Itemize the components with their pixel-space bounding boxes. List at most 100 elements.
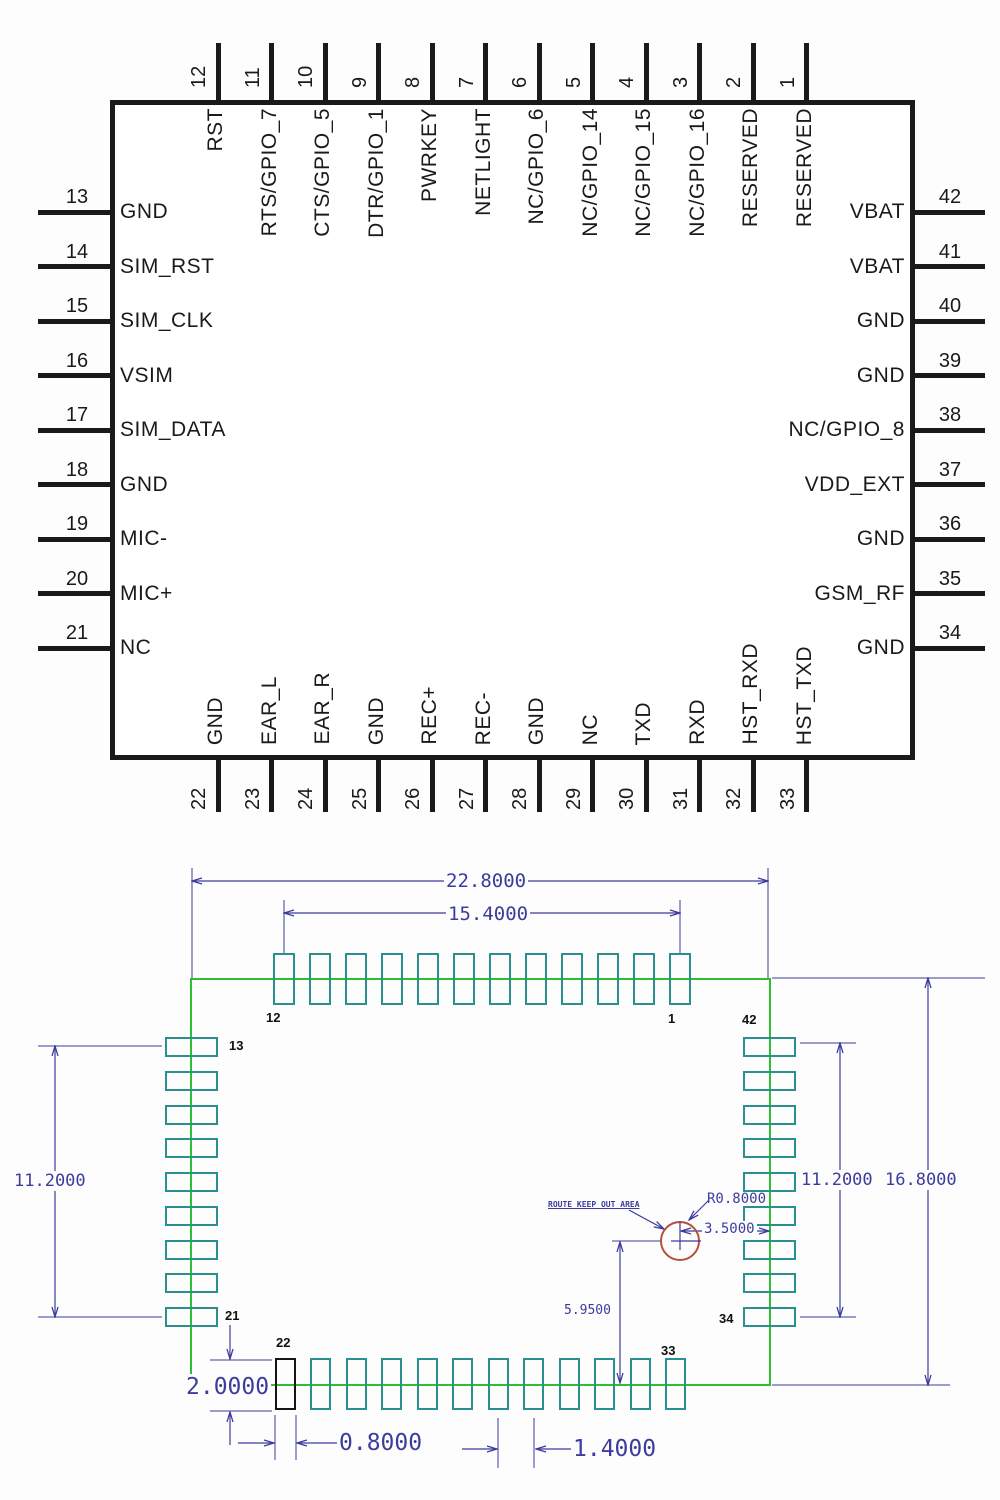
- solder-pad: [165, 1104, 218, 1125]
- dim-keepout-offset-x: 3.5000: [702, 1221, 757, 1237]
- solder-pad: [310, 1358, 331, 1410]
- solder-pad: [743, 1037, 796, 1057]
- solder-pad: [165, 1138, 218, 1159]
- solder-pad: [743, 1104, 796, 1125]
- pin-line: [38, 591, 110, 596]
- pin-number: 13: [65, 186, 89, 208]
- pin-line: [38, 373, 110, 378]
- solder-pad: [452, 1358, 473, 1410]
- pin-number: 11: [241, 67, 264, 88]
- pin-number: 19: [65, 513, 89, 535]
- pin-name: MIC-: [120, 527, 168, 550]
- pin-number: 21: [65, 622, 89, 644]
- pin-name: SIM_RST: [120, 254, 215, 278]
- solder-pad: [417, 953, 439, 1005]
- pin-line: [915, 427, 985, 433]
- pin-line: [804, 43, 809, 101]
- pin-number: 42: [938, 186, 962, 208]
- pad-number-label: 33: [661, 1343, 676, 1358]
- pin-number: 39: [938, 349, 962, 372]
- pin-line: [536, 760, 542, 812]
- pin-name: VBAT: [849, 200, 905, 223]
- pin-line: [915, 536, 985, 542]
- pin-name: VSIM: [120, 363, 174, 387]
- pin-line: [915, 209, 985, 215]
- pin-name: EAR_R: [311, 672, 334, 745]
- pin-line: [215, 760, 221, 812]
- solder-pad: [633, 953, 655, 1005]
- pin-name: VDD_EXT: [804, 472, 905, 496]
- pin-name: GND: [120, 472, 169, 496]
- pin-number: 4: [616, 76, 638, 88]
- pin-line: [269, 760, 274, 812]
- pin-number: 1: [776, 76, 799, 88]
- dim-pad-width: 0.8000: [337, 1430, 425, 1456]
- pin-name: PWRKEY: [418, 108, 441, 203]
- pin-number: 7: [455, 76, 478, 88]
- pin-line: [38, 427, 110, 433]
- solder-pad: [743, 1138, 796, 1159]
- pin-number: 36: [938, 513, 962, 535]
- pin-line: [38, 264, 110, 269]
- pad-number-label: 34: [719, 1311, 734, 1326]
- pin-line: [697, 43, 702, 101]
- solder-pad: [345, 1358, 367, 1410]
- dim-keepout-offset-y: 5.9500: [564, 1303, 611, 1318]
- pin-line: [915, 645, 985, 651]
- pin-name: NETLIGHT: [471, 108, 495, 216]
- pin-name: GND: [120, 200, 169, 223]
- pin-line: [915, 482, 985, 487]
- route-keep-out-note: ROUTE KEEP OUT AREA: [548, 1200, 640, 1209]
- solder-pad: [743, 1070, 796, 1091]
- pin-line: [215, 43, 221, 101]
- solder-pad: [594, 1358, 615, 1410]
- pin-number: 34: [938, 622, 962, 644]
- pin-name: NC: [578, 713, 602, 745]
- pin-line: [429, 43, 435, 101]
- pin-line: [536, 43, 542, 101]
- pin-line: [38, 318, 110, 324]
- pad-number-label: 12: [266, 1010, 281, 1025]
- solder-pad: [597, 953, 619, 1005]
- dim-pad-length: 2.0000: [184, 1374, 272, 1400]
- pin-line: [483, 760, 488, 812]
- solder-pad: [381, 1358, 402, 1410]
- pin-number: 16: [65, 349, 89, 372]
- solder-pad: [743, 1307, 796, 1327]
- pin-number: 12: [188, 65, 210, 88]
- solder-pad: [743, 1273, 796, 1294]
- pin-number: 15: [65, 295, 89, 317]
- pin-name: TXD: [632, 701, 655, 746]
- pin-line: [750, 760, 756, 812]
- solder-pad: [165, 1307, 218, 1327]
- pin-number: 40: [938, 295, 962, 317]
- pin-name: REC-: [471, 691, 495, 745]
- radius-leader-line: [689, 1199, 710, 1220]
- pin-name: GND: [204, 696, 227, 745]
- pin-line: [915, 264, 985, 269]
- pin-number: 5: [562, 76, 585, 88]
- solder-pad: [487, 1358, 509, 1410]
- pin-name: NC: [120, 636, 152, 659]
- pin-line: [915, 318, 985, 324]
- pin-line: [483, 43, 488, 101]
- pin-line: [590, 760, 595, 812]
- pin-line: [804, 760, 809, 812]
- pad-number-label: 42: [742, 1012, 757, 1027]
- pin-number: 2: [723, 76, 745, 88]
- pin-line: [590, 43, 595, 101]
- pin-line: [38, 482, 110, 487]
- pin-line: [38, 645, 110, 651]
- pad-number-label: 13: [229, 1038, 244, 1053]
- pin-name: EAR_L: [257, 675, 281, 745]
- pin-name: HST_TXD: [792, 645, 816, 745]
- pin-number: 6: [509, 76, 531, 88]
- pin-name: NC/GPIO_8: [788, 418, 905, 441]
- solder-pad: [743, 1205, 796, 1226]
- pin-number: 10: [295, 65, 317, 88]
- pin-number: 14: [65, 240, 89, 263]
- dim-keepout-radius: R0.8000: [707, 1191, 767, 1207]
- solder-pad: [274, 1358, 296, 1410]
- pin-number: 17: [65, 404, 89, 426]
